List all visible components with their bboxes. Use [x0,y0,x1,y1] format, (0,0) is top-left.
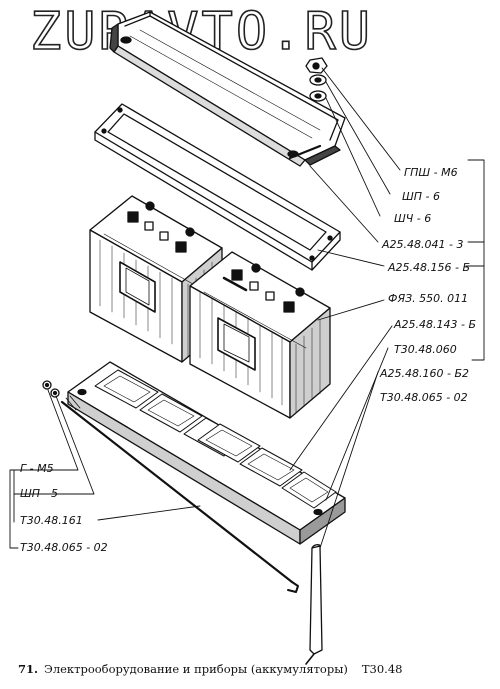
label-t30-48-065-02-right: Т30.48.065 - 02 [380,391,468,404]
label-g-m5: Г - М5 [20,462,54,475]
label-gpsh-m6: ГПШ - М6 [404,166,458,179]
caption-number: 71. [18,662,39,676]
label-fyaz-550-011: ФЯЗ. 550. 011 [388,292,469,305]
battery-box-frame [95,104,340,270]
label-t30-48-060: Т30.48.060 [394,343,457,356]
label-a25-48-156-b: А25.48.156 - Б [388,261,471,274]
label-shch-6: ШЧ - 6 [394,212,432,225]
label-t30-48-161: Т30.48.161 [20,514,83,527]
label-a25-48-041-3: А25.48.041 - 3 [382,238,464,251]
figure-caption: 71. Электрооборудование и приборы (аккуму… [18,662,402,676]
label-a25-48-160-b2: А25.48.160 - Б2 [380,367,470,380]
hold-down-rod [43,381,298,592]
battery-tray [68,362,345,544]
label-shp-6: ШП - 6 [402,190,440,203]
vertical-rod [306,545,322,664]
label-shp-5: ШП - 5 [20,487,58,500]
nut-washer-stack [306,58,327,101]
leader-lines [10,68,484,548]
battery-box-lid [110,12,345,166]
caption-code: Т30.48 [361,662,403,676]
label-t30-48-065-02-left: Т30.48.065 - 02 [20,541,108,554]
battery-right [190,252,330,418]
caption-text: Электрооборудование и приборы (аккумулят… [44,662,348,676]
label-a25-48-143-b: А25.48.143 - Б [394,318,477,331]
